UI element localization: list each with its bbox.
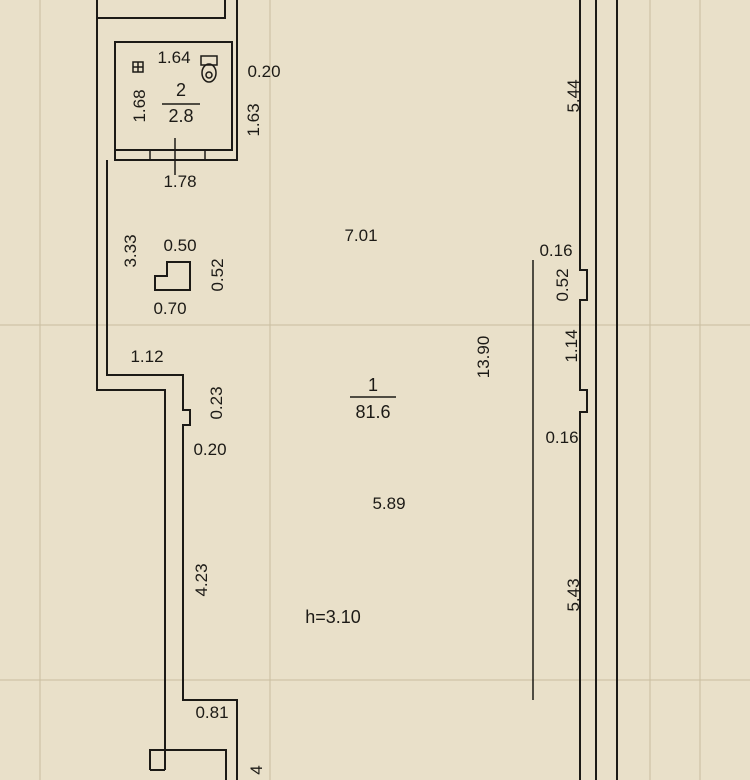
room-1-label: 1 81.6 <box>350 375 396 422</box>
dim-left-step: 1.12 <box>130 347 163 366</box>
dim-right-pilaster-bottom: 0.16 <box>545 428 578 447</box>
room-1-area: 81.6 <box>355 402 390 422</box>
dim-niche-depth: 0.23 <box>207 386 226 419</box>
dim-column-width: 0.50 <box>163 236 196 255</box>
ceiling-height: h=3.10 <box>305 607 361 627</box>
dim-upper-width: 7.01 <box>344 226 377 245</box>
dim-right-pilaster-top: 0.16 <box>539 241 572 260</box>
column <box>154 261 191 291</box>
dim-bottom-step: 0.81 <box>195 703 228 722</box>
main-wall <box>96 0 618 780</box>
dimension-labels: 1.64 1.68 0.20 1.63 1.78 3.33 0.50 0.52 … <box>121 48 583 775</box>
room-2-area: 2.8 <box>168 106 193 126</box>
dim-column-depth: 0.52 <box>208 258 227 291</box>
dim-right-pilaster-depth: 0.52 <box>553 268 572 301</box>
dim-wc-wall-right: 0.20 <box>247 62 280 81</box>
room-2-label: 2 2.8 <box>168 80 193 126</box>
toilet-icon <box>200 55 218 83</box>
upper-wall <box>96 0 226 19</box>
dim-left-lower: 4.23 <box>192 563 211 596</box>
dim-right-pilaster-length: 1.14 <box>562 329 581 362</box>
dim-total-length: 13.90 <box>474 336 493 379</box>
dim-wc-height-left: 1.68 <box>130 89 149 122</box>
wc-room <box>114 41 233 175</box>
dim-left-upper: 3.33 <box>121 234 140 267</box>
room-1-number: 1 <box>368 375 378 395</box>
dim-wc-width-bottom: 1.78 <box>163 172 196 191</box>
dim-wc-width-top: 1.64 <box>157 48 190 67</box>
dim-right-upper: 5.44 <box>564 79 583 112</box>
sink-icon <box>132 61 144 73</box>
dim-right-lower: 5.43 <box>564 578 583 611</box>
dim-column-base: 0.70 <box>153 299 186 318</box>
dim-niche-wall: 0.20 <box>193 440 226 459</box>
dim-lower-width: 5.89 <box>372 494 405 513</box>
dim-bottom-cut: 4 <box>247 765 266 774</box>
room-2-number: 2 <box>176 80 186 100</box>
dim-wc-height-right: 1.63 <box>244 103 263 136</box>
